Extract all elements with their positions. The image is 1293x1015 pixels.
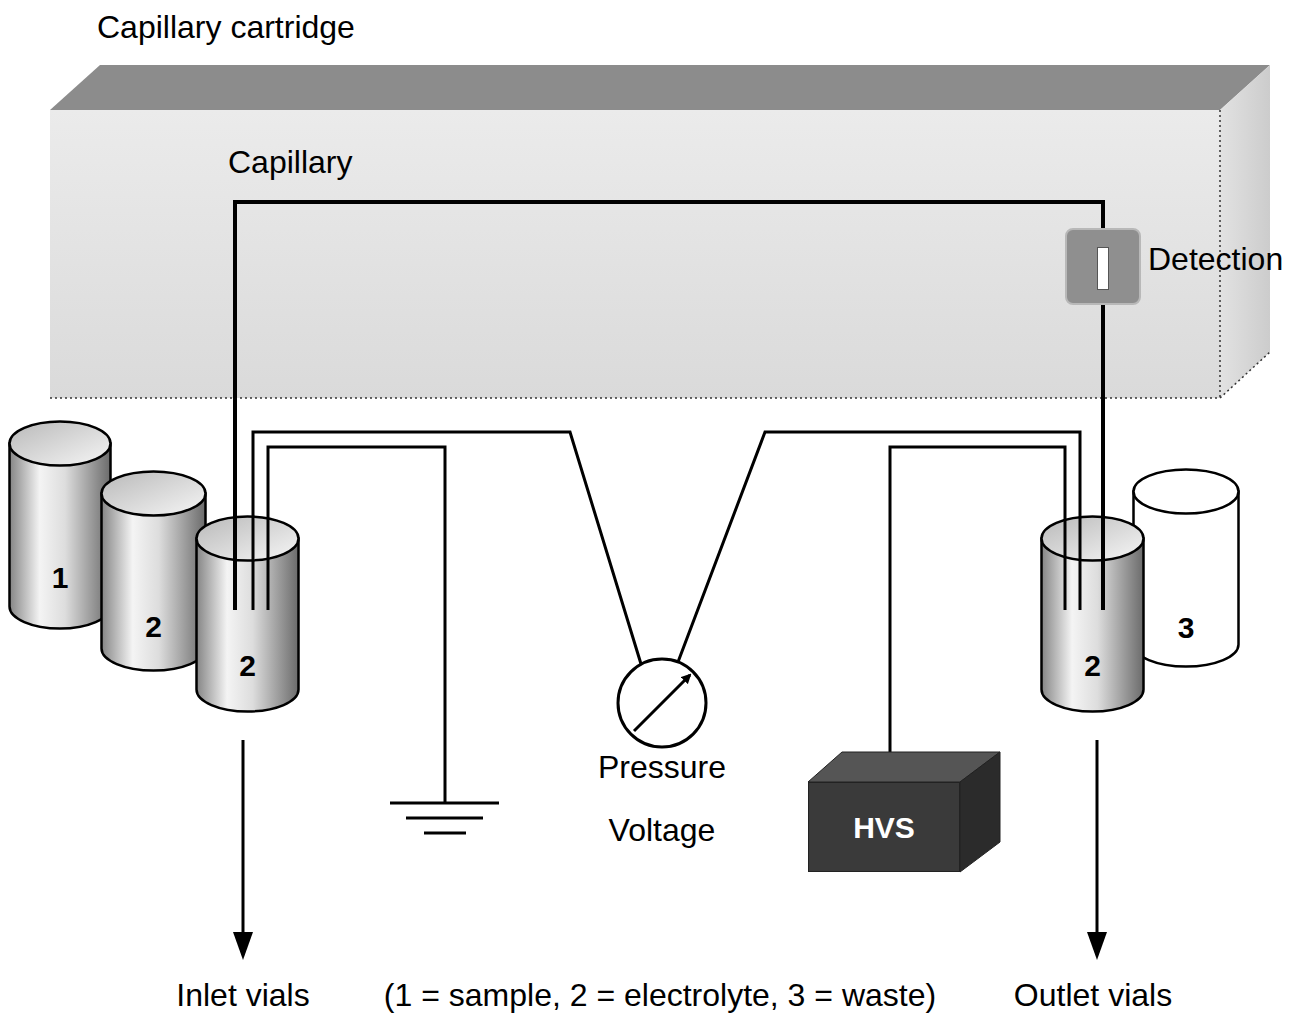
immersed-lead [233, 515, 237, 610]
outlet-vials-label: Outlet vials [1014, 978, 1172, 1013]
vial-number: 3 [1132, 613, 1240, 643]
immersed-lead [267, 515, 270, 610]
hvs-side-face [960, 752, 1000, 872]
vial-number: 2 [100, 612, 207, 642]
supply-label: HVS [853, 811, 915, 844]
outlet-electrolyte-vial: 2 [1040, 515, 1145, 713]
voltage-label: Voltage [609, 813, 716, 848]
vial-opening [1042, 517, 1144, 561]
inlet-arrow [242, 740, 245, 940]
vial-body [10, 444, 111, 629]
vial-opening [10, 422, 111, 466]
vial-opening [102, 472, 206, 516]
immersed-lead [1101, 515, 1105, 610]
cartridge-heading: Capillary cartridge [97, 10, 355, 45]
vial-number: 2 [195, 651, 300, 681]
vial-opening [197, 517, 299, 561]
pressure-label: Pressure [598, 750, 726, 785]
ground-symbol [406, 817, 483, 820]
vial-cylinder [8, 420, 112, 630]
outlet-arrow-head [1087, 932, 1107, 960]
pressure-line [678, 432, 1080, 662]
sample-vial: 1 [8, 420, 112, 630]
vial-body [1042, 539, 1144, 712]
cartridge-edge [50, 397, 1220, 399]
immersed-lead [252, 515, 255, 610]
high-voltage-supply: HVS [808, 782, 960, 872]
capillary-or-wire [1101, 305, 1105, 515]
cartridge-edge [1220, 352, 1270, 398]
vial-number: 2 [1040, 651, 1145, 681]
cartridge-box: DetectionCapillary cartridge [50, 110, 1220, 398]
ground-symbol [390, 802, 499, 805]
electrolyte-vial: 2 [100, 470, 207, 672]
outlet-arrow [1096, 740, 1099, 940]
cartridge-top-face [50, 65, 1270, 110]
vial-opening [1134, 470, 1239, 514]
vial-cylinder [1040, 515, 1145, 713]
meter-needle [634, 675, 690, 731]
cartridge-front-face [50, 110, 1220, 398]
vial-body [197, 539, 299, 712]
detection-label: Detection [1148, 242, 1283, 277]
ground-symbol [424, 832, 466, 835]
vial-number: 1 [8, 563, 112, 593]
pressure-line [253, 432, 641, 664]
vial-key-note: (1 = sample, 2 = electrolyte, 3 = waste) [384, 978, 936, 1013]
capillary-or-wire [235, 202, 1103, 515]
capillary-label: Capillary [228, 145, 352, 180]
vial-cylinder [195, 515, 300, 713]
immersed-lead [1064, 515, 1067, 610]
cartridge-side-face [1220, 65, 1270, 398]
inlet-vials-label: Inlet vials [176, 978, 309, 1013]
waste-vial: 3 [1132, 468, 1240, 668]
meter-dial [618, 659, 706, 747]
inlet-arrow-head [233, 932, 253, 960]
inlet-electrolyte-vial: 2 [195, 515, 300, 713]
detector-slot [1097, 247, 1109, 290]
detector-window: Detection [1065, 228, 1141, 305]
capillary-or-wire [890, 447, 1065, 782]
vial-body [102, 494, 206, 671]
immersed-lead [1079, 515, 1082, 610]
